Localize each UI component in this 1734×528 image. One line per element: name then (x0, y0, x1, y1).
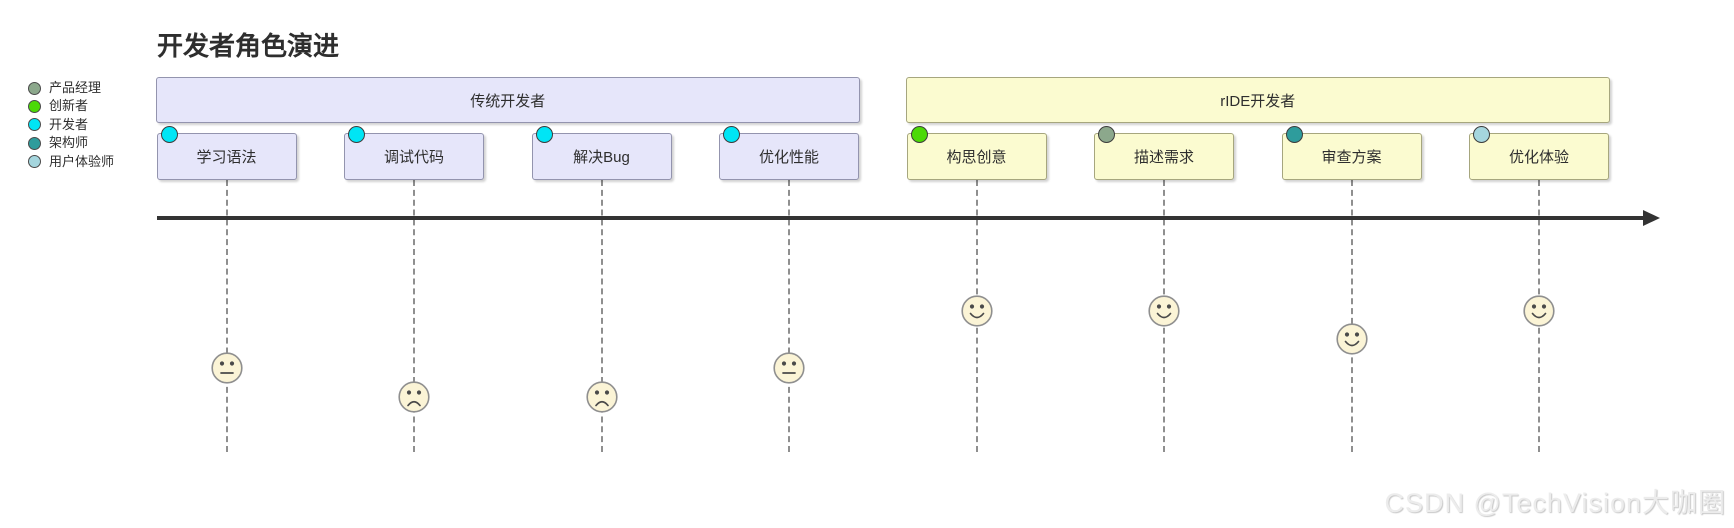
actor-color-dot (28, 118, 41, 132)
face-happy-icon (1521, 293, 1557, 329)
face-happy-icon (1334, 321, 1370, 357)
actor-name: 用户体验师 (49, 153, 115, 169)
task-guide-line (413, 180, 415, 452)
task-box: 解决Bug (531, 126, 672, 180)
diagram-title: 开发者角色演进 (157, 31, 340, 61)
section-label: 传统开发者 (470, 92, 546, 110)
face-happy-icon (1146, 293, 1182, 329)
task-box: 调试代码 (344, 126, 484, 180)
legend-item: 产品经理 (28, 81, 101, 95)
task-label: 审查方案 (1321, 149, 1382, 166)
face-happy-icon (959, 293, 995, 329)
face-neutral-icon (771, 350, 807, 386)
task-box: 优化性能 (719, 126, 859, 180)
actor-dot (1473, 126, 1490, 143)
task-box: 优化体验 (1469, 126, 1609, 180)
actor-color-dot (28, 99, 41, 113)
task-box: 审查方案 (1281, 126, 1422, 180)
face-sad-icon (396, 379, 432, 415)
actor-color-dot (28, 81, 41, 95)
task-label: 优化体验 (1508, 149, 1569, 166)
arrow-head-icon (1643, 209, 1660, 226)
task-label: 优化性能 (758, 149, 819, 166)
actor-name: 产品经理 (49, 80, 102, 95)
section-band: 传统开发者 (156, 77, 860, 123)
section-band: rIDE开发者 (906, 77, 1610, 123)
task-label: 调试代码 (383, 149, 444, 166)
actor-dot (1285, 126, 1303, 143)
face-sad-icon (584, 379, 620, 415)
task-label: 构思创意 (946, 149, 1007, 166)
actor-dot (348, 126, 365, 143)
section-label: rIDE开发者 (1220, 92, 1296, 110)
task-guide-line (1350, 180, 1353, 452)
actor-name: 创新者 (49, 98, 89, 114)
actor-dot (535, 126, 553, 143)
task-guide-line (600, 180, 603, 452)
face-neutral-icon (209, 350, 245, 386)
task-guide-line (788, 180, 790, 452)
actor-dot (160, 126, 178, 143)
task-label: 描述需求 (1133, 149, 1194, 166)
actor-dot (723, 126, 740, 143)
task-label: 解决Bug (573, 149, 630, 166)
task-box: 构思创意 (906, 126, 1047, 180)
task-box: 学习语法 (156, 126, 297, 180)
actor-dot (1098, 126, 1115, 143)
legend-item: 开发者 (28, 116, 89, 132)
legend-item: 用户体验师 (28, 153, 115, 169)
legend-item: 创新者 (28, 99, 88, 113)
actor-color-dot (28, 155, 41, 169)
task-label: 学习语法 (196, 149, 257, 166)
timeline-axis (157, 216, 1645, 220)
actor-dot (910, 126, 928, 143)
watermark: CSDN @TechVision大咖圈 (1384, 488, 1726, 518)
actor-name: 架构师 (49, 135, 89, 151)
task-box: 描述需求 (1094, 126, 1234, 180)
actor-name: 开发者 (49, 116, 89, 132)
task-guide-line (225, 180, 228, 452)
actor-color-dot (28, 136, 41, 150)
legend-item: 架构师 (28, 136, 88, 150)
